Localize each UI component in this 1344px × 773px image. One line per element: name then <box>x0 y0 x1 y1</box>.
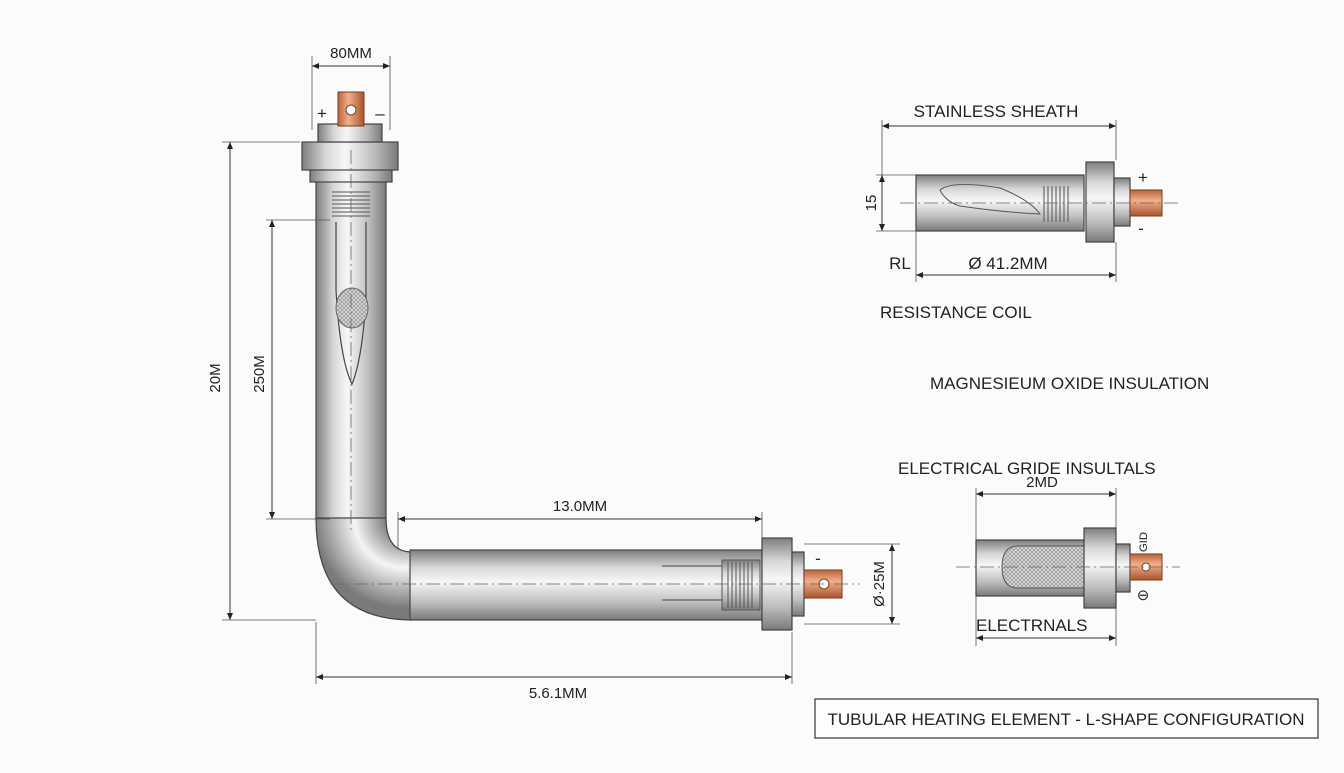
detail-top-dim-height: 15 <box>863 195 880 212</box>
top-terminal-plus: + <box>317 104 327 123</box>
label-mgo-insulation: MAGNESIEUM OXIDE INSULATION <box>930 374 1209 393</box>
detail-top-nut <box>1085 161 1115 243</box>
detail-bottom-dim-length: 2MD <box>1026 474 1058 491</box>
dim-overall-height: 20M <box>207 363 224 392</box>
detail-top-threads <box>1043 186 1069 222</box>
detail-top-dim-diameter: Ø 41.2MM <box>968 254 1047 273</box>
detail-top-minus: - <box>1138 219 1144 238</box>
main-element <box>301 91 860 631</box>
detail-bottom-terminal-bottom: ⊖ <box>1137 587 1150 604</box>
title-block-text: TUBULAR HEATING ELEMENT - L-SHAPE CONFIG… <box>827 710 1304 729</box>
end-terminal-minus: - <box>815 549 821 568</box>
detail-bottom-mgo <box>1001 545 1085 589</box>
right-threads <box>727 562 753 608</box>
detail-top-dim-rl: RL <box>889 254 911 273</box>
top-nut <box>301 141 399 171</box>
internal-coil-sketch <box>335 222 367 386</box>
top-washer <box>317 123 383 143</box>
detail-bottom-label: ELECTRNALS <box>976 616 1087 635</box>
detail-bottom-terminal-top: GID <box>1138 532 1150 552</box>
dim-vertical-leg: 250M <box>251 355 268 393</box>
dim-top-width: 80MM <box>330 45 372 62</box>
label-electrical-grade: ELECTRICAL GRIDE INSULTALS <box>898 459 1156 478</box>
detail-top: STAINLESS SHEATH 15 RL Ø 41.2MM + - <box>863 102 1180 282</box>
dim-diameter: Ø·25M <box>871 561 888 607</box>
horizontal-tube <box>409 549 763 621</box>
mgo-mesh-section <box>335 287 369 329</box>
dim-overall-length: 5.6.1MM <box>529 685 587 702</box>
detail-bottom: 2MD GID ⊖ ELECTRNALS <box>956 474 1180 646</box>
detail-bottom-nut <box>1083 527 1117 609</box>
top-terminal-hole <box>345 104 357 116</box>
label-resistance-coil: RESISTANCE COIL <box>880 303 1032 322</box>
main-dimensions: 80MM + – 20M 250M 13.0MM 5.6.1MM Ø·25M - <box>207 45 900 702</box>
detail-top-washer <box>1113 177 1131 227</box>
detail-bottom-washer <box>1115 543 1131 593</box>
detail-top-plus: + <box>1138 168 1148 187</box>
detail-top-title: STAINLESS SHEATH <box>914 102 1079 121</box>
dim-horizontal-leg: 13.0MM <box>553 498 607 515</box>
title-block: TUBULAR HEATING ELEMENT - L-SHAPE CONFIG… <box>814 698 1319 739</box>
elbow-bend <box>315 517 413 621</box>
top-terminal-minus: – <box>375 104 385 123</box>
